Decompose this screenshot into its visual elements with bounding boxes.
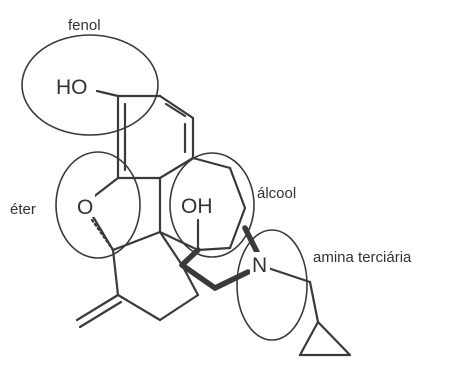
ether-bridge — [90, 176, 162, 252]
amine-group-label: amina terciária — [313, 249, 412, 266]
o-backdrop — [77, 193, 95, 217]
amine-n-label: N — [252, 254, 267, 277]
phenol-group-label: fenol — [68, 17, 101, 34]
n-backdrop — [250, 252, 270, 276]
oh-backdrop — [181, 191, 217, 217]
aromatic-ring — [116, 94, 195, 180]
phenol-bond — [95, 89, 120, 98]
cyclopropyl-ring — [298, 320, 352, 357]
ether-oxygen-label: O — [77, 196, 93, 219]
alcohol-highlight — [169, 152, 255, 258]
alcohol-oh-label: OH — [181, 195, 213, 218]
ho-backdrop — [55, 73, 95, 97]
phenol-highlight — [21, 34, 159, 136]
right-ring — [158, 156, 247, 268]
amine-bridge — [179, 225, 320, 324]
phenol-oh-label: HO — [56, 76, 88, 99]
ether-highlight — [55, 151, 141, 259]
ether-group-label: éter — [10, 201, 36, 218]
amine-highlight — [236, 229, 308, 341]
alcohol-group-label: álcool — [257, 185, 296, 202]
lower-ring — [75, 230, 200, 329]
